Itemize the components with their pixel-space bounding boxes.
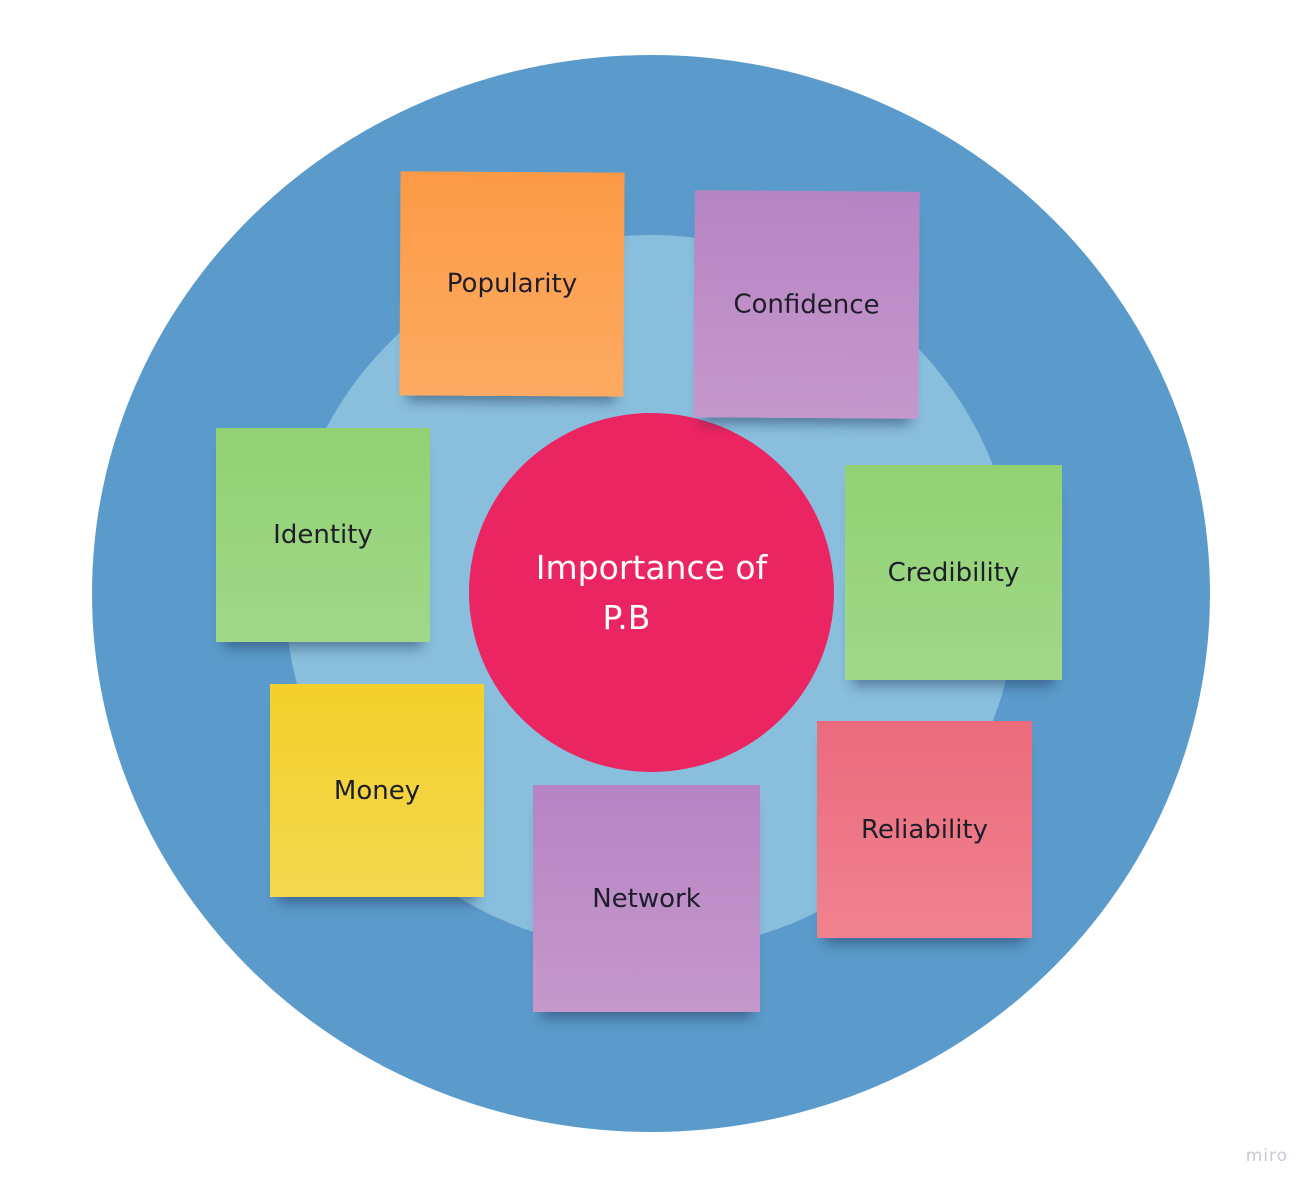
note-label: Money bbox=[333, 775, 421, 806]
note-label: Popularity bbox=[446, 268, 578, 300]
sticky-note-popularity[interactable]: Popularity bbox=[399, 171, 625, 397]
sticky-note-credibility[interactable]: Credibility bbox=[845, 465, 1062, 680]
sticky-note-money[interactable]: Money bbox=[270, 684, 484, 897]
miro-watermark: miro bbox=[1245, 1146, 1288, 1166]
sticky-note-network[interactable]: Network bbox=[533, 785, 760, 1012]
note-label: Network bbox=[592, 883, 701, 914]
center-title-line1: Importance of bbox=[535, 547, 768, 587]
sticky-note-reliability[interactable]: Reliability bbox=[817, 721, 1032, 938]
center-title-line2: P.B bbox=[602, 597, 651, 637]
note-label: Identity bbox=[273, 520, 373, 550]
note-label: Confidence bbox=[733, 288, 880, 321]
center-circle[interactable]: Importance of P.B bbox=[469, 413, 834, 772]
sticky-note-identity[interactable]: Identity bbox=[216, 428, 430, 642]
note-label: Credibility bbox=[887, 557, 1020, 588]
note-label: Reliability bbox=[860, 814, 989, 845]
sticky-note-confidence[interactable]: Confidence bbox=[693, 190, 920, 419]
